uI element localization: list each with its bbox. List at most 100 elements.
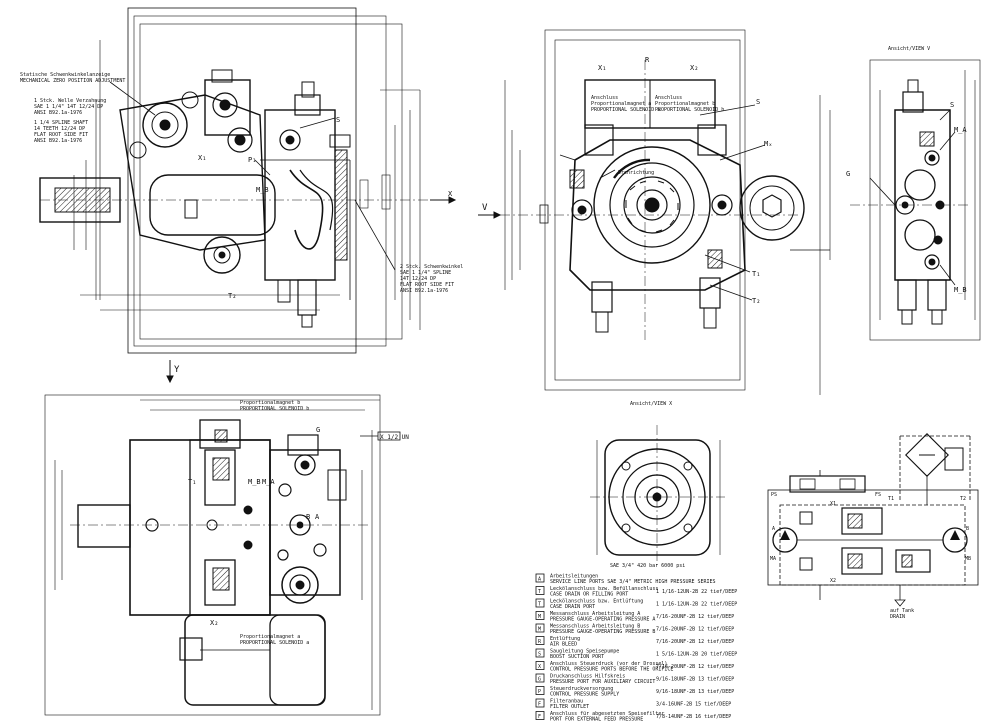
- cap-b-y-1: Proportionalmagnet b: [240, 400, 300, 406]
- port-desc-en: PORT FOR EXTERNAL FEED PRESSURE: [550, 717, 643, 723]
- drive-label: Drehrichtung: [618, 170, 654, 176]
- label-s-side: S: [950, 101, 954, 109]
- port-desc-en: SERVICE LINE PORTS SAE 3/4" METRIC HIGH …: [550, 579, 716, 585]
- port-desc-de: Messanschluss Arbeitsleitung A: [550, 611, 640, 617]
- sch-x1: X1: [830, 501, 836, 507]
- port-desc-de: Saugleitung Speisepumpe: [550, 649, 619, 655]
- note-top-1: Statische Schwenkwinkelanzeige: [20, 72, 110, 78]
- label-g-y: G: [316, 426, 320, 434]
- top-right-view: [478, 29, 831, 395]
- view-x-label: Ansicht/VIEW X: [630, 401, 672, 407]
- far-right-view: [850, 59, 981, 341]
- port-symbol: G: [538, 677, 541, 683]
- sch-b: B: [966, 526, 969, 532]
- label-mx: Mₓ: [764, 140, 772, 148]
- note-right-4: FLAT ROOT SIDE FIT: [400, 282, 454, 288]
- port-spec: 7/8-14UNF-2B 16 tief/DEEP: [656, 714, 731, 720]
- port-symbol-box: [535, 673, 545, 683]
- port-symbol: P: [538, 689, 541, 695]
- view-v-label: Ansicht/VIEW V: [888, 46, 930, 52]
- sch-t1: T1: [888, 496, 894, 502]
- label-s: S: [336, 116, 340, 124]
- label-r: R: [645, 56, 650, 64]
- bottom-left-labels: Y Proportionalmagnet b PROPORTIONAL SOLE…: [174, 365, 409, 646]
- cap-a-y-1: Proportionalmagnet a: [240, 634, 300, 640]
- cap-a-1: Anschluss: [591, 95, 618, 101]
- label-x2-y: X₂: [210, 619, 218, 627]
- label-t2: T₂: [228, 292, 236, 300]
- note-right-5: ANSI B92.1a-1976: [400, 288, 448, 294]
- label-t2-v: T₂: [752, 297, 760, 305]
- port-symbol-box: [535, 661, 545, 670]
- port-desc-en: CASE DRAIN OR FILLING PORT: [550, 592, 628, 598]
- sch-drain: DRAIN: [890, 614, 905, 620]
- note-left-7: ANSI B92.1a-1976: [34, 138, 82, 144]
- port-symbol-box: [535, 686, 545, 695]
- note-left-5: 14 TEETH 12/24 DP: [34, 126, 85, 132]
- flange-view: [590, 425, 725, 565]
- note-right-3: 14T 12/24 DP: [400, 276, 436, 282]
- port-desc-de: Druckanschluss Hilfskreis: [550, 674, 625, 680]
- port-desc-en: CONTROL PRESSURE SUPPLY: [550, 692, 619, 698]
- port-desc-en: FILTER OUTLET: [550, 704, 589, 710]
- top-left-view: [39, 7, 457, 354]
- label-box-y: X 1/2 UN: [380, 434, 409, 441]
- sch-a: A: [772, 526, 775, 532]
- label-s-v: S: [756, 98, 760, 106]
- note-left-2: SAE 1 1/4" 14T 12/24 DP: [34, 104, 103, 110]
- port-desc-de: Filteranbau: [550, 699, 583, 705]
- port-spec: 1 1/16-12UN-2B 22 tief/DEEP: [656, 589, 737, 595]
- port-desc-en: AIR BLEED: [550, 642, 577, 648]
- note-left-6: FLAT ROOT SIDE FIT: [34, 132, 88, 138]
- sch-fs: FS: [875, 492, 881, 498]
- cap-b-2: Proportionalmagnet b: [655, 101, 715, 107]
- sch-mb: MB: [965, 556, 971, 562]
- label-a-y: A: [315, 513, 320, 521]
- sch-x2: X2: [830, 578, 836, 584]
- label-t1-v: T₁: [752, 270, 760, 278]
- port-spec: 1 1/16-12UN-2B 22 tief/DEEP: [656, 602, 737, 608]
- port-spec: 7/16-20UNF-2B 12 tief/DEEP: [656, 664, 734, 670]
- sch-ma: MA: [770, 556, 776, 562]
- label-b-y: B: [306, 513, 310, 521]
- port-spec: 7/16-20UNF-2B 12 tief/DEEP: [656, 627, 734, 633]
- port-symbol: A: [538, 577, 541, 583]
- port-symbol: X: [538, 664, 541, 670]
- port-symbol: T: [538, 602, 541, 608]
- port-symbol: T: [538, 589, 541, 595]
- port-symbol-box: [535, 636, 545, 645]
- port-symbol: S: [538, 652, 541, 658]
- sch-tank: auf Tank: [890, 608, 914, 614]
- label-mb-side: M_B: [954, 286, 967, 294]
- label-x1-v: X₁: [598, 64, 606, 72]
- top-right-labels: Ansicht/VIEW X X₁ R X₂ S Mₓ T₁ T₂ V Ansc…: [482, 56, 772, 407]
- port-desc-de: Arbeitsleitungen: [550, 574, 598, 580]
- port-table: SAE 3/4" 420 bar 6000 psi: [610, 563, 685, 569]
- sch-ps: PS: [771, 492, 777, 498]
- label-g-side: G: [846, 170, 850, 178]
- port-desc-de: Steuerdruckversorgung: [550, 686, 613, 692]
- label-ma-side: M_A: [954, 126, 967, 134]
- cap-b-1: Anschluss: [655, 95, 682, 101]
- port-symbol-box: [535, 611, 545, 620]
- schematic-labels: PS FS T1 T2 MA MB X1 X2 A B auf Tank DRA…: [770, 492, 971, 620]
- label-mb: M_B: [256, 186, 269, 194]
- note-top-2: MECHANICAL ZERO POSITION ADJUSTMENT: [20, 78, 125, 84]
- label-x2-v: X₂: [690, 64, 698, 72]
- cap-b-3: PROPORTIONAL SOLENOID b: [655, 107, 724, 113]
- label-v-arrow: V: [482, 203, 488, 213]
- cap-a-y-2: PROPORTIONAL SOLENOID a: [240, 640, 309, 646]
- port-symbol-box: [535, 648, 545, 658]
- port-symbol: M: [538, 614, 541, 620]
- port-desc-de: Messanschluss Arbeitsleitung B: [550, 624, 640, 630]
- note-left-1: 1 Stck. Welle Verzahnung: [34, 98, 106, 104]
- port-symbol-box: [535, 711, 545, 720]
- port-spec: 7/16-20UNF-2B 12 tief/DEEP: [656, 614, 734, 620]
- label-x-arrow: X: [448, 190, 453, 198]
- port-symbol: F: [538, 714, 541, 720]
- cap-a-2: Proportionalmagnet a: [591, 101, 651, 107]
- note-left-4: 1 1/4 SPLINE SHAFT: [34, 120, 88, 126]
- port-symbol-box: [535, 623, 545, 633]
- port-desc-en: PRESSURE GAUGE-OPERATING PRESSURE B: [550, 629, 655, 635]
